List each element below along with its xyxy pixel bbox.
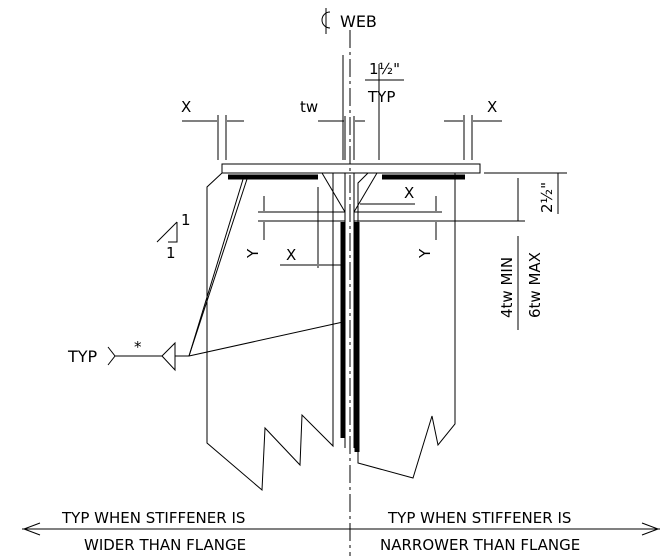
- weld-symbol: [107, 175, 344, 372]
- right-stiffener-outline: [357, 172, 456, 479]
- left-stiffener-outline: [206, 172, 334, 492]
- left-clip-chamfer: [321, 172, 346, 213]
- dim-x-right: [444, 115, 502, 160]
- dim-y-left: [258, 196, 345, 240]
- dim-x-low: [280, 187, 343, 268]
- dim-max-label: 6tw MAX: [526, 252, 544, 318]
- slope-symbol: [156, 221, 178, 243]
- dim-1half-typ: [342, 55, 404, 160]
- dim-y-left-label: Y: [244, 248, 262, 259]
- dim-y-right: [354, 196, 442, 240]
- dim-x-left: [182, 115, 244, 160]
- dim-x-right-label: X: [487, 98, 497, 116]
- centerline-symbol: [321, 8, 331, 34]
- caption-right-line1: TYP WHEN STIFFENER IS: [387, 509, 571, 527]
- dim-x-mid: [357, 196, 415, 210]
- caption-leader-right: [350, 522, 660, 536]
- dim-tw: [318, 116, 365, 160]
- dim-y-right-label: Y: [416, 248, 434, 259]
- dim-typ-top-label: TYP: [367, 88, 395, 106]
- dim-2half: [368, 172, 567, 222]
- dim-1half-label: 1½": [369, 60, 400, 78]
- weld-typ-label: TYP: [67, 347, 98, 366]
- web-centerline-label: WEB: [340, 12, 377, 31]
- right-clip-chamfer: [353, 172, 378, 213]
- dim-min-label: 4tw MIN: [498, 257, 516, 318]
- caption-left-line1: TYP WHEN STIFFENER IS: [61, 509, 245, 527]
- dim-2half-label: 2½": [538, 182, 556, 213]
- dim-x-left-label: X: [181, 98, 191, 116]
- slope-rise-label: 1: [181, 211, 191, 229]
- slope-run-label: 1: [166, 244, 176, 262]
- dim-x-low-label: X: [286, 246, 296, 264]
- caption-leader-left: [22, 522, 350, 536]
- weld-asterisk: *: [134, 338, 142, 356]
- dim-tw-label: tw: [300, 98, 318, 116]
- caption-left-line2: WIDER THAN FLANGE: [84, 536, 246, 554]
- dim-x-mid-label: X: [404, 184, 414, 202]
- flange-plate: [221, 163, 481, 174]
- caption-right-line2: NARROWER THAN FLANGE: [380, 536, 580, 554]
